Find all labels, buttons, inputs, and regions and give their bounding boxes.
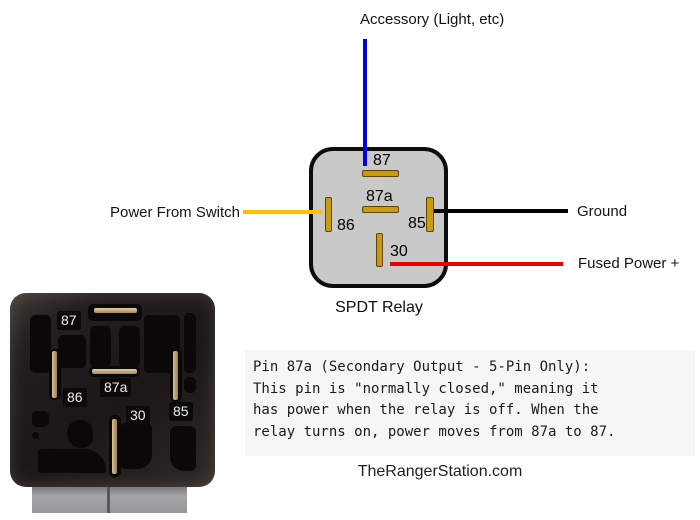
photo-pin-86-label: 86 (63, 388, 87, 407)
relay-cavity (32, 432, 39, 439)
relay-photo-base-tab (32, 487, 107, 513)
pin-87a-contact (362, 206, 399, 213)
relay-photo-base (32, 487, 187, 513)
relay-photo: 87 87a 86 85 30 (8, 288, 220, 518)
relay-caption: SPDT Relay (335, 299, 423, 316)
accessory-wire (363, 39, 367, 166)
relay-photo-body: 87 87a 86 85 30 (10, 293, 215, 487)
pin-86-label: 86 (337, 217, 355, 234)
photo-pin-85-blade (173, 351, 178, 400)
relay-cavity (67, 420, 93, 448)
ground-label: Ground (577, 203, 628, 220)
pin-85-label: 85 (408, 215, 426, 232)
pin-87-label: 87 (373, 152, 391, 169)
relay-cavity (30, 315, 51, 373)
pin-86-contact (325, 197, 332, 232)
switch-wire (243, 210, 322, 214)
pin-30-contact (376, 233, 383, 267)
pin-87a-label: 87a (366, 188, 393, 205)
site-credit: TheRangerStation.com (357, 463, 523, 480)
photo-pin-87a-blade (92, 369, 137, 374)
ground-wire (434, 209, 568, 213)
relay-cavity (184, 313, 196, 373)
photo-pin-87-label: 87 (57, 311, 81, 330)
photo-pin-30-label: 30 (126, 406, 150, 425)
fused-power-label: Fused Power + (578, 255, 680, 272)
relay-cavity (170, 426, 196, 471)
photo-pin-30-blade (112, 419, 117, 474)
power-from-switch-label: Power From Switch (110, 204, 241, 221)
photo-pin-87a-label: 87a (100, 378, 132, 397)
relay-cavity (90, 326, 111, 367)
relay-photo-base-tab (110, 487, 187, 513)
relay-cavity (38, 449, 106, 473)
photo-pin-85-label: 85 (169, 402, 193, 421)
photo-pin-86-blade (52, 351, 57, 398)
accessory-label: Accessory (Light, etc) (360, 11, 505, 28)
pin-30-label: 30 (390, 243, 408, 260)
pin-85-contact (426, 197, 434, 232)
relay-cavity (58, 335, 86, 368)
photo-pin-87-blade (94, 308, 137, 313)
relay-cavity (119, 326, 140, 367)
relay-cavity (184, 377, 196, 393)
pin-87a-note: Pin 87a (Secondary Output - 5-Pin Only):… (245, 350, 695, 456)
relay-cavity (32, 411, 49, 427)
pin-87-contact (362, 170, 399, 177)
relay-cavity (120, 423, 152, 469)
fused-power-wire (390, 262, 563, 266)
